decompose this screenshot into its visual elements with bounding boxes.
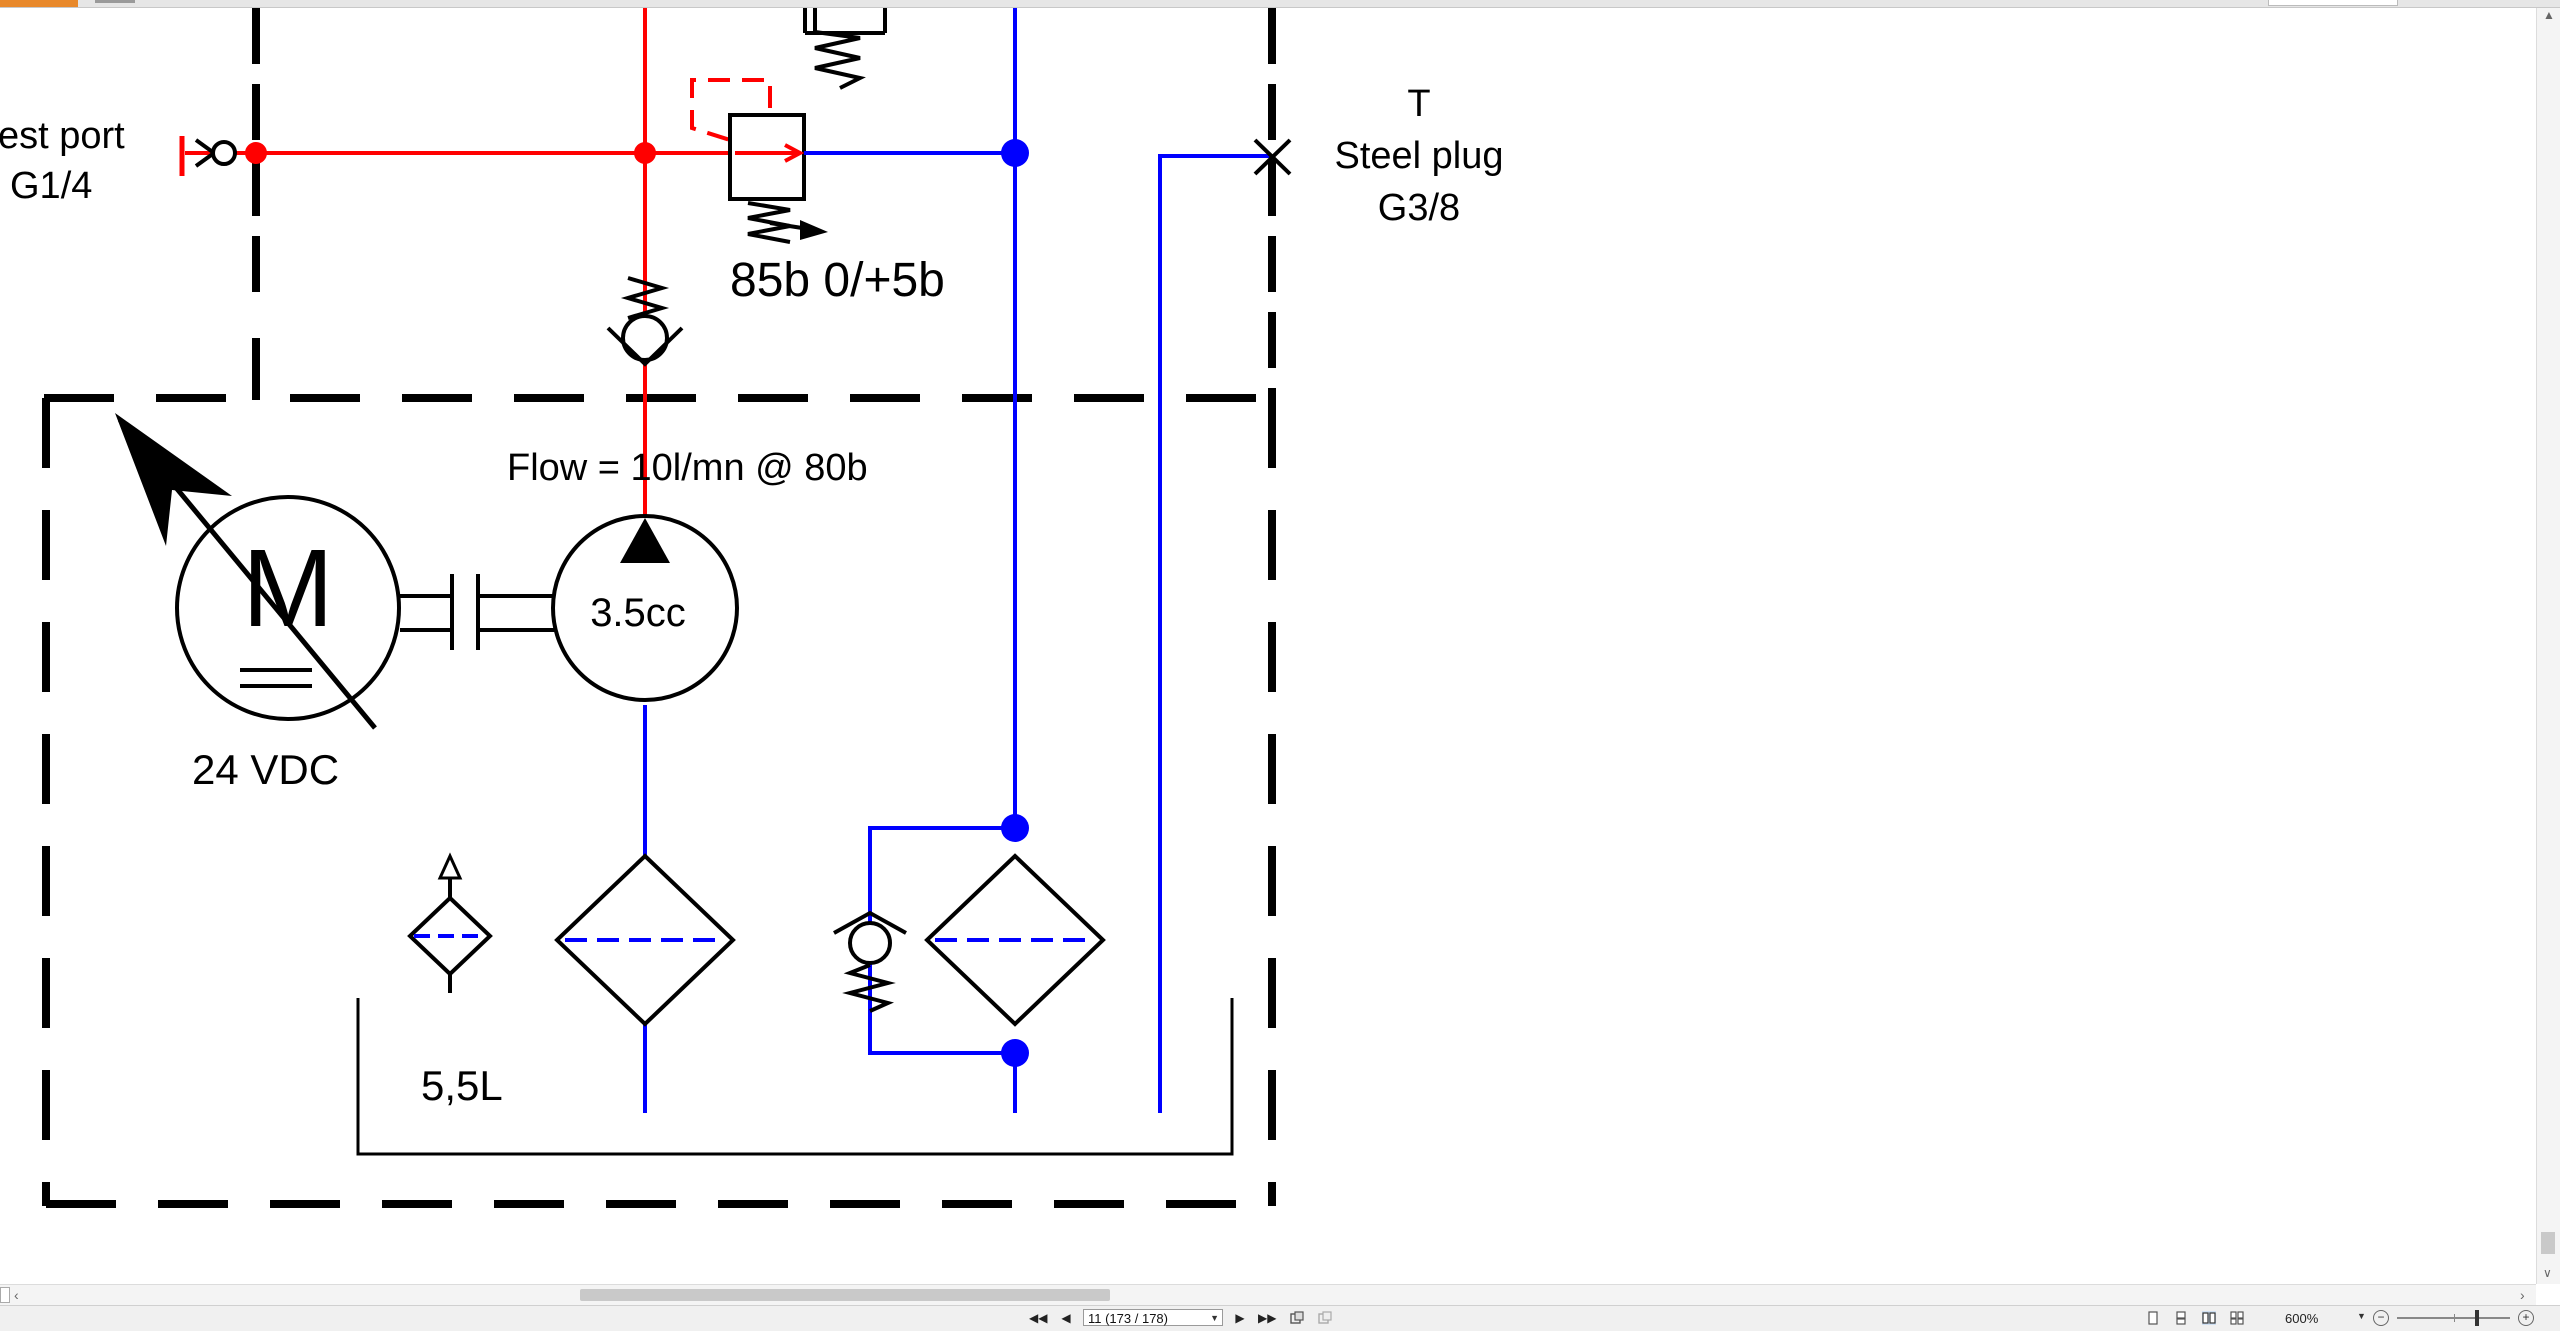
book-view-icon[interactable]	[2230, 1311, 2244, 1325]
filler-breather	[407, 852, 493, 993]
chevron-down-icon[interactable]: ▼	[1210, 1313, 1219, 1323]
scroll-up-icon[interactable]: ▲	[2543, 8, 2555, 22]
page-indicator: 11 (173 / 178)	[1088, 1311, 1168, 1326]
horizontal-scrollbar[interactable]: ‹ ›	[0, 1284, 2536, 1305]
split-view-handle[interactable]	[0, 1287, 10, 1303]
vertical-scroll-thumb[interactable]	[2541, 1232, 2555, 1254]
continuous-view-icon[interactable]	[2174, 1311, 2188, 1325]
horizontal-scroll-thumb[interactable]	[580, 1289, 1110, 1301]
hydraulic-schematic: est port G1/4 T Steel plug G3/8 85b 0/+5…	[0, 8, 1504, 1208]
bookmark-add-icon[interactable]	[1290, 1311, 1304, 1325]
zoom-slider-track[interactable]	[2397, 1317, 2510, 1319]
tank-port-label: T	[1407, 83, 1430, 125]
vertical-scrollbar[interactable]: ▲ ∨	[2536, 8, 2560, 1284]
pump-displacement-label: 3.5cc	[590, 591, 686, 635]
test-port-coupling	[179, 136, 237, 176]
motor-letter: M	[242, 527, 334, 650]
relief-setting-label: 85b 0/+5b	[730, 254, 945, 307]
document-canvas: est port G1/4 T Steel plug G3/8 85b 0/+5…	[0, 8, 2536, 1284]
power-unit-boundary	[42, 394, 1276, 1208]
tank-volume-label: 5,5L	[421, 1062, 503, 1109]
two-page-view-icon[interactable]	[2202, 1311, 2216, 1325]
suction-filter	[554, 853, 736, 1027]
shaft-coupling	[400, 574, 555, 650]
zoom-dropdown-icon[interactable]: ▼	[2357, 1311, 2366, 1321]
scroll-left-icon[interactable]: ‹	[14, 1287, 19, 1303]
junction-return-filter-in	[1001, 814, 1029, 842]
relief-valve	[728, 8, 887, 244]
next-page-icon[interactable]: ▶	[1235, 1311, 1245, 1325]
scroll-right-icon[interactable]: ›	[2520, 1287, 2525, 1303]
motor-voltage-label: 24 VDC	[192, 746, 339, 793]
hydraulic-pump	[551, 514, 739, 702]
steel-plug-thread-label: G3/8	[1378, 187, 1460, 229]
reservoir-tank	[356, 998, 1234, 1156]
junction-test-port	[245, 142, 267, 164]
bypass-check-valve	[833, 910, 907, 1013]
first-page-icon[interactable]: ◀◀	[1029, 1311, 1048, 1325]
last-page-icon[interactable]: ▶▶	[1258, 1311, 1277, 1325]
junction-return-top	[1001, 139, 1029, 167]
toolbar-combo-box[interactable]	[2268, 0, 2398, 6]
test-port-label: est port	[0, 115, 125, 157]
page-number-field[interactable]: 11 (173 / 178) ▼	[1083, 1309, 1223, 1326]
zoom-in-icon[interactable]: +	[2518, 1310, 2534, 1326]
single-page-view-icon[interactable]	[2146, 1311, 2160, 1325]
zoom-level[interactable]: 600%	[2285, 1311, 2319, 1326]
junction-return-filter-out	[1001, 1039, 1029, 1067]
test-port-thread-label: G1/4	[10, 165, 92, 207]
scroll-down-icon[interactable]: ∨	[2543, 1266, 2552, 1280]
pressure-check-valve	[606, 276, 684, 367]
zoom-slider-midmark	[2454, 1314, 2455, 1322]
return-filter	[924, 853, 1106, 1027]
status-bar: ◀◀ ◀ 11 (173 / 178) ▼ ▶ ▶▶ 600% ▼ − +	[0, 1305, 2560, 1331]
flow-label: Flow = 10l/mn @ 80b	[507, 447, 868, 489]
zoom-slider-thumb[interactable]	[2475, 1310, 2479, 1326]
zoom-out-icon[interactable]: −	[2373, 1310, 2389, 1326]
steel-plug-symbol	[1253, 138, 1292, 176]
menu-fragment[interactable]	[95, 0, 135, 3]
junction-pressure	[634, 142, 656, 164]
app-menu-tab[interactable]	[0, 0, 78, 7]
manifold-boundary	[252, 8, 1276, 403]
electric-motor	[115, 413, 401, 730]
bookmark-remove-icon[interactable]	[1318, 1311, 1332, 1325]
prev-page-icon[interactable]: ◀	[1061, 1311, 1071, 1325]
top-toolbar	[0, 0, 2560, 8]
steel-plug-label: Steel plug	[1334, 135, 1503, 177]
